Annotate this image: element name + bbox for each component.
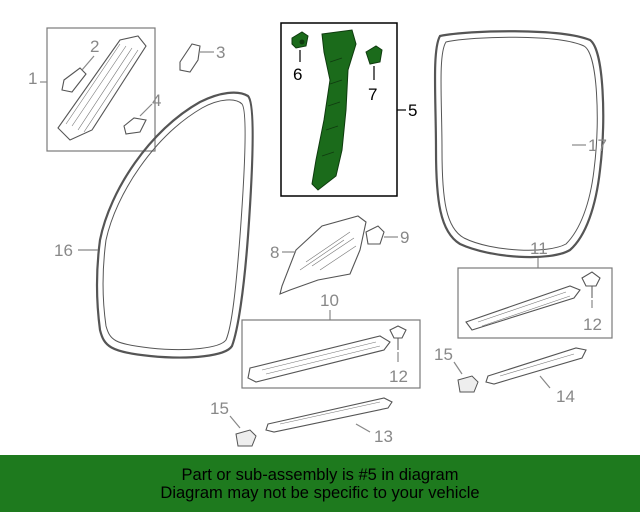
part-box-1 <box>46 27 156 152</box>
bracket-part-3[interactable] <box>179 43 201 73</box>
callout-12a: 12 <box>389 367 408 386</box>
banner-line-1: Part or sub-assembly is #5 in diagram <box>181 465 459 484</box>
clip-part-15a[interactable] <box>235 429 257 447</box>
callout-16: 16 <box>54 241 73 260</box>
center-pillar-trim-part-5[interactable] <box>311 29 357 191</box>
front-scuff-plate-part-10[interactable] <box>247 335 391 383</box>
clip-part-9[interactable] <box>365 225 385 245</box>
rear-door-weatherstrip-part-17[interactable] <box>433 30 605 259</box>
clip-part-7[interactable] <box>365 45 383 65</box>
callout-13: 13 <box>374 427 393 446</box>
banner-line-2: Diagram may not be specific to your vehi… <box>160 483 480 502</box>
clip-part-12a[interactable] <box>389 325 407 350</box>
clip-part-4[interactable] <box>123 117 147 135</box>
callout-17: 17 <box>588 136 607 155</box>
clip-part-12b[interactable] <box>581 271 601 298</box>
callout-8: 8 <box>270 243 279 262</box>
callout-6: 6 <box>293 65 302 84</box>
front-pillar-trim-part[interactable] <box>57 35 147 141</box>
callout-1: 1 <box>28 69 37 88</box>
callout-11: 11 <box>530 239 548 258</box>
callout-15b: 15 <box>434 345 453 364</box>
front-door-sill-part-13[interactable] <box>265 397 393 433</box>
callout-4: 4 <box>152 91 161 110</box>
callout-15a: 15 <box>210 399 229 418</box>
callout-9: 9 <box>400 228 409 247</box>
rear-door-sill-part-14[interactable] <box>485 347 587 385</box>
clip-part-2[interactable] <box>61 67 87 93</box>
part-box-10 <box>241 319 421 389</box>
parts-diagram: 2 1 3 4 16 6 7 5 17 <box>28 22 613 447</box>
callout-7: 7 <box>368 85 377 104</box>
part-box-11 <box>457 267 613 339</box>
clip-part-6[interactable] <box>291 31 309 49</box>
callout-3: 3 <box>216 43 225 62</box>
rear-scuff-plate-part-11[interactable] <box>465 285 581 331</box>
callout-12b: 12 <box>583 315 602 334</box>
front-door-weatherstrip-part-16[interactable] <box>95 91 254 359</box>
callout-2: 2 <box>90 37 99 56</box>
clip-part-15b[interactable] <box>457 375 479 393</box>
callout-10: 10 <box>320 291 339 310</box>
lower-pillar-trim-part-8[interactable] <box>279 215 367 295</box>
part-info-banner: Part or sub-assembly is #5 in diagram Di… <box>0 455 640 512</box>
callout-14: 14 <box>556 387 575 406</box>
callout-5: 5 <box>408 101 417 120</box>
